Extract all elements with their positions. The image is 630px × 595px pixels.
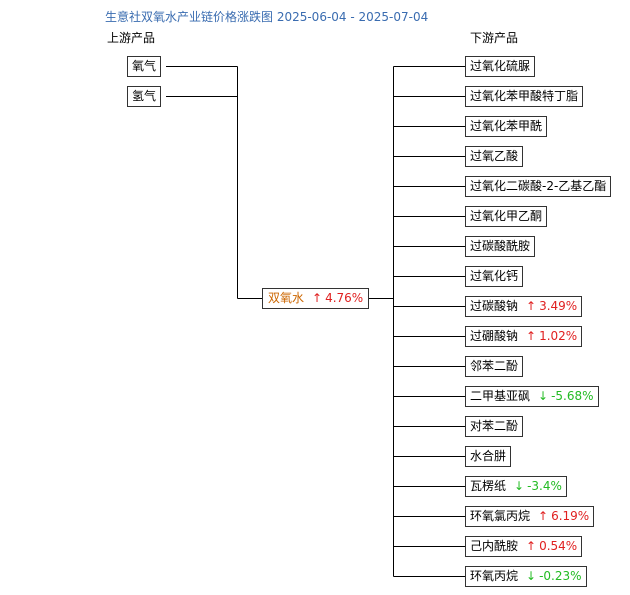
center-change: 4.76% xyxy=(325,291,364,305)
center-node-label: 双氧水 xyxy=(268,291,305,305)
downstream-node[interactable]: 过氧化二碳酸-2-乙基乙酯 xyxy=(465,176,612,197)
downstream-node-label: 瓦楞纸 xyxy=(470,479,507,493)
downstream-node-label: 过氧化硫脲 xyxy=(470,59,531,73)
center-node[interactable]: 双氧水 ↑4.76% xyxy=(262,288,370,309)
arrow-up-icon: ↑ xyxy=(526,299,537,313)
downstream-node-label: 己内酰胺 xyxy=(470,539,519,553)
downstream-node-label: 水合肼 xyxy=(470,449,507,463)
downstream-node-label: 邻苯二酚 xyxy=(470,359,519,373)
downstream-change: -3.4% xyxy=(527,479,562,493)
downstream-change: -5.68% xyxy=(551,389,594,403)
downstream-change: 3.49% xyxy=(539,299,578,313)
upstream-node-label: 氧气 xyxy=(132,59,157,73)
upstream-node-label: 氢气 xyxy=(132,89,157,103)
downstream-node-label: 过碳酸钠 xyxy=(470,299,519,313)
downstream-node-label: 过氧化二碳酸-2-乙基乙酯 xyxy=(470,179,607,193)
downstream-change: -0.23% xyxy=(539,569,582,583)
downstream-node[interactable]: 过氧化钙 xyxy=(465,266,524,287)
downstream-node-label: 过氧化苯甲酰 xyxy=(470,119,543,133)
downstream-node[interactable]: 环氧氯丙烷 ↑6.19% xyxy=(465,506,595,527)
upstream-node-oxygen[interactable]: 氧气 xyxy=(127,56,162,77)
downstream-node-label: 过氧乙酸 xyxy=(470,149,519,163)
arrow-down-icon: ↓ xyxy=(526,569,537,583)
downstream-node[interactable]: 过碳酸酰胺 xyxy=(465,236,536,257)
downstream-node-label: 过氧化钙 xyxy=(470,269,519,283)
downstream-node[interactable]: 二甲基亚砜 ↓-5.68% xyxy=(465,386,599,407)
chart-title: 生意社双氧水产业链价格涨跌图 2025-06-04 - 2025-07-04 xyxy=(105,10,429,24)
downstream-node[interactable]: 瓦楞纸 ↓-3.4% xyxy=(465,476,567,497)
downstream-node[interactable]: 过氧化硫脲 xyxy=(465,56,536,77)
arrow-up-icon: ↑ xyxy=(538,509,549,523)
arrow-down-icon: ↓ xyxy=(538,389,549,403)
downstream-node[interactable]: 水合肼 xyxy=(465,446,512,467)
downstream-node-label: 过硼酸钠 xyxy=(470,329,519,343)
downstream-node[interactable]: 对苯二酚 xyxy=(465,416,524,437)
downstream-heading: 下游产品 xyxy=(470,31,519,45)
downstream-node-label: 过氧化苯甲酸特丁脂 xyxy=(470,89,579,103)
downstream-node-label: 二甲基亚砜 xyxy=(470,389,531,403)
downstream-node[interactable]: 己内酰胺 ↑0.54% xyxy=(465,536,583,557)
arrow-down-icon: ↓ xyxy=(514,479,525,493)
downstream-node[interactable]: 过碳酸钠 ↑3.49% xyxy=(465,296,583,317)
downstream-node[interactable]: 邻苯二酚 xyxy=(465,356,524,377)
upstream-heading: 上游产品 xyxy=(107,31,156,45)
downstream-node-label: 过氧化甲乙酮 xyxy=(470,209,543,223)
downstream-node[interactable]: 过氧化苯甲酰 xyxy=(465,116,548,137)
downstream-change: 1.02% xyxy=(539,329,578,343)
arrow-up-icon: ↑ xyxy=(312,291,323,305)
downstream-node-label: 过碳酸酰胺 xyxy=(470,239,531,253)
downstream-node-label: 环氧丙烷 xyxy=(470,569,519,583)
arrow-up-icon: ↑ xyxy=(526,329,537,343)
downstream-change: 0.54% xyxy=(539,539,578,553)
downstream-node[interactable]: 过氧化甲乙酮 xyxy=(465,206,548,227)
downstream-node[interactable]: 环氧丙烷 ↓-0.23% xyxy=(465,566,587,587)
downstream-node-label: 环氧氯丙烷 xyxy=(470,509,531,523)
downstream-node-label: 对苯二酚 xyxy=(470,419,519,433)
upstream-node-hydrogen[interactable]: 氢气 xyxy=(127,86,162,107)
downstream-node[interactable]: 过氧化苯甲酸特丁脂 xyxy=(465,86,584,107)
downstream-node[interactable]: 过氧乙酸 xyxy=(465,146,524,167)
downstream-change: 6.19% xyxy=(551,509,590,523)
arrow-up-icon: ↑ xyxy=(526,539,537,553)
downstream-node[interactable]: 过硼酸钠 ↑1.02% xyxy=(465,326,583,347)
